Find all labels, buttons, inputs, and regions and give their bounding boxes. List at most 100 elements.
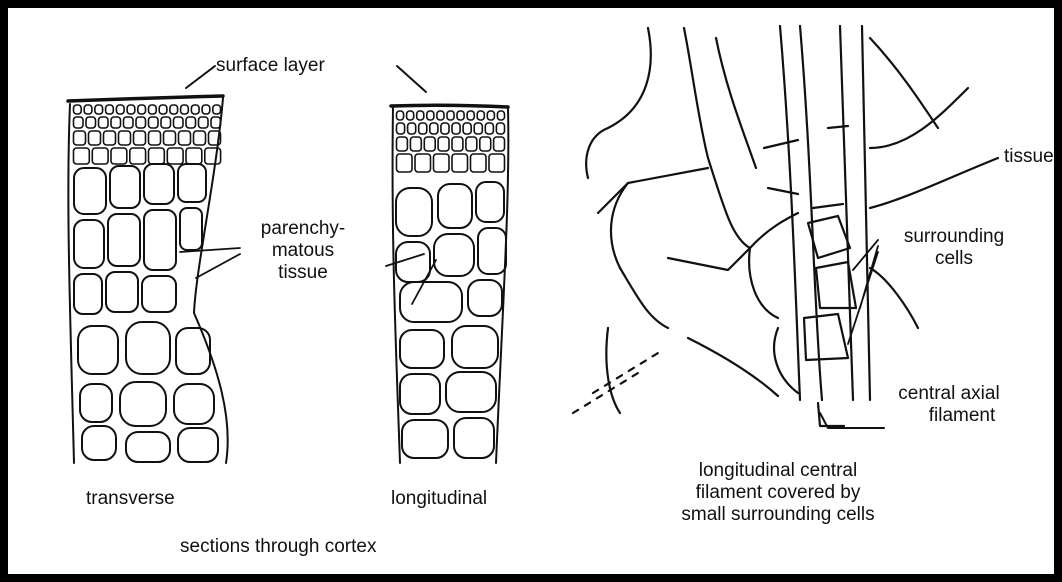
surface-cell [415, 154, 431, 172]
parenchymatous-line-2: matous [238, 240, 368, 262]
surface-cell [447, 111, 454, 120]
surface-layer-label: surface layer [216, 55, 325, 77]
surface-cell [205, 148, 221, 164]
longitudinal-label: longitudinal [391, 488, 487, 510]
surface-cell [138, 105, 146, 114]
surface-cell [119, 131, 131, 145]
right-caption-line-1: longitudinal central [608, 460, 948, 482]
right-caption: longitudinal central filament covered by… [608, 460, 948, 526]
surface-cell [174, 117, 184, 128]
surface-cell [194, 131, 206, 145]
surface-cell [397, 111, 404, 120]
transverse-label: transverse [86, 488, 175, 510]
surface-cell [485, 123, 493, 134]
surface-layer-pointer-right [397, 66, 426, 92]
surface-cell [457, 111, 464, 120]
surface-cell [86, 117, 96, 128]
surface-cell [161, 117, 171, 128]
surface-cell [111, 148, 127, 164]
surface-cell [74, 148, 90, 164]
surface-cell [170, 105, 178, 114]
surface-cell [397, 154, 413, 172]
surrounding-line-2: cells [874, 248, 1034, 270]
surface-cell [167, 148, 183, 164]
surface-cell [84, 105, 92, 114]
transverse-right-edge [194, 98, 228, 463]
transverse-large-cells [74, 164, 218, 462]
transverse-surface-line [68, 96, 223, 101]
surface-cell [471, 154, 487, 172]
surface-cell [427, 111, 434, 120]
surface-cell [106, 105, 114, 114]
tissue-label: tissue [1004, 146, 1054, 168]
longitudinal-surface-line [391, 105, 508, 107]
right-caption-line-3: small surrounding cells [608, 504, 948, 526]
surface-cell [164, 131, 176, 145]
surface-cell [494, 137, 505, 151]
surface-cell [130, 148, 146, 164]
surface-cell [437, 111, 444, 120]
surface-cell [134, 131, 146, 145]
surface-cell [181, 105, 189, 114]
surface-cell [407, 111, 414, 120]
surface-cell [95, 105, 103, 114]
surrounding-line-1: surrounding [874, 226, 1034, 248]
surface-cell [191, 105, 199, 114]
longitudinal-large-cells [396, 182, 506, 458]
surface-cell [463, 123, 471, 134]
longitudinal-small-cells [397, 111, 505, 172]
surface-cell [441, 123, 449, 134]
surface-cell [480, 137, 491, 151]
surface-cell [489, 154, 505, 172]
central-axial-line-1: central axial [874, 383, 1024, 405]
parenchymatous-line-3: tissue [238, 262, 368, 284]
surface-cell [74, 117, 84, 128]
surface-cell [424, 137, 435, 151]
transverse-section-drawing [68, 96, 240, 463]
central-axial-filament-label: central axial filament [874, 383, 1024, 427]
surface-cell [397, 137, 408, 151]
surface-cell [213, 105, 221, 114]
surface-cell [149, 117, 159, 128]
surface-cell [127, 105, 135, 114]
surface-cell [477, 111, 484, 120]
surrounding-cells-label: surrounding cells [874, 226, 1034, 270]
surface-cell [149, 105, 157, 114]
surface-cell [179, 131, 191, 145]
surface-cell [149, 131, 161, 145]
surface-cell [452, 154, 468, 172]
sections-caption: sections through cortex [180, 536, 376, 558]
surface-cell [74, 105, 82, 114]
surface-cell [89, 131, 101, 145]
surface-layer-pointer-left [186, 66, 215, 88]
surface-cell [202, 105, 210, 114]
surface-cell [467, 111, 474, 120]
transverse-pointer-lines [180, 248, 240, 278]
surface-cell [410, 137, 421, 151]
surface-cell [419, 123, 427, 134]
right-caption-line-2: filament covered by [608, 482, 948, 504]
longitudinal-right-edge [496, 108, 508, 463]
surface-cell [452, 123, 460, 134]
surface-cell [497, 111, 504, 120]
surface-cell [116, 105, 124, 114]
surface-cell [438, 137, 449, 151]
parenchymatous-label: parenchy- matous tissue [238, 218, 368, 284]
parenchymatous-line-1: parenchy- [238, 218, 368, 240]
surface-cell [434, 154, 450, 172]
central-axial-line-2: filament [874, 405, 1024, 427]
surface-cell [104, 131, 116, 145]
surface-cell [149, 148, 165, 164]
surface-cell [136, 117, 146, 128]
surface-cell [430, 123, 438, 134]
surface-cell [408, 123, 416, 134]
surface-cell [186, 117, 196, 128]
surface-cell [452, 137, 463, 151]
surface-cell [186, 148, 202, 164]
surface-cell [159, 105, 167, 114]
surface-cell [74, 131, 86, 145]
surface-cell [466, 137, 477, 151]
surface-cell [487, 111, 494, 120]
surface-cell [474, 123, 482, 134]
